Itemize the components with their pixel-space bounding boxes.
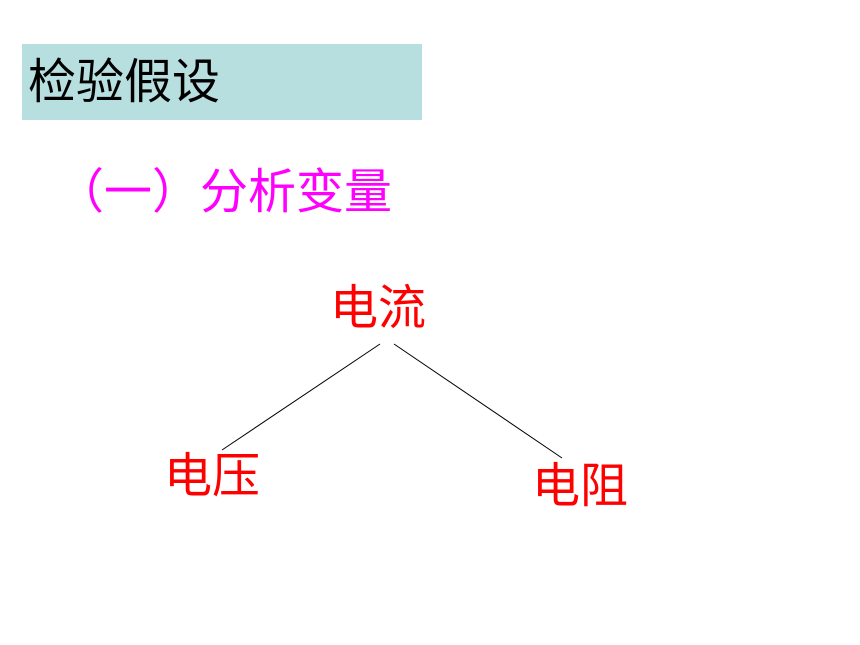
heading-background [22,44,422,120]
connector-right [393,343,563,459]
page-title: 检验假设 [28,54,221,110]
section-title: （一）分析变量 [56,164,393,220]
tree-root-node: 电流 [330,280,427,336]
connector-left [221,343,381,451]
tree-left-node: 电压 [164,448,261,504]
tree-right-node: 电阻 [532,458,629,514]
